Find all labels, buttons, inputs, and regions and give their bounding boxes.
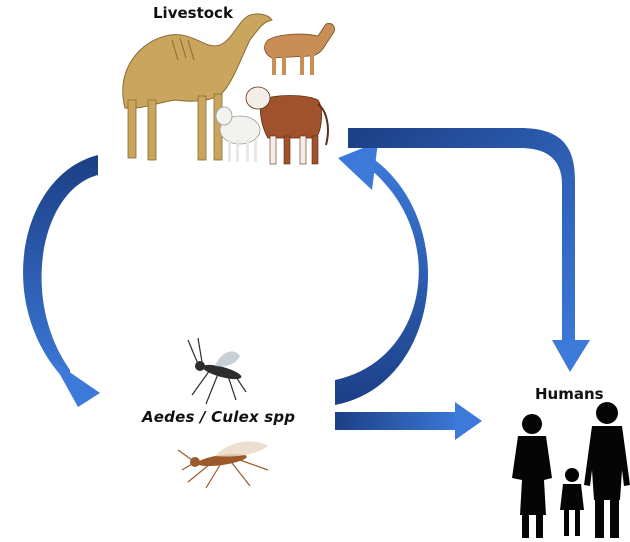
arrow-vector-to-humans <box>335 402 482 440</box>
woman-silhouette-icon <box>512 414 552 538</box>
child-silhouette-icon <box>560 468 584 536</box>
humans-silhouette <box>512 402 630 538</box>
goat-icon <box>265 23 335 75</box>
arrow-livestock-to-vector <box>23 155 100 407</box>
vector-label: Aedes / Culex spp <box>142 408 295 426</box>
arrow-vector-to-livestock <box>335 142 428 405</box>
arrow-livestock-to-humans <box>348 128 590 372</box>
culex-mosquito-icon <box>178 441 268 488</box>
man-silhouette-icon <box>584 402 630 538</box>
aedes-mosquito-icon <box>188 338 246 404</box>
livestock-illustration <box>123 14 335 164</box>
humans-label: Humans <box>535 385 604 403</box>
livestock-label: Livestock <box>153 4 233 22</box>
lamb-icon <box>216 107 260 162</box>
